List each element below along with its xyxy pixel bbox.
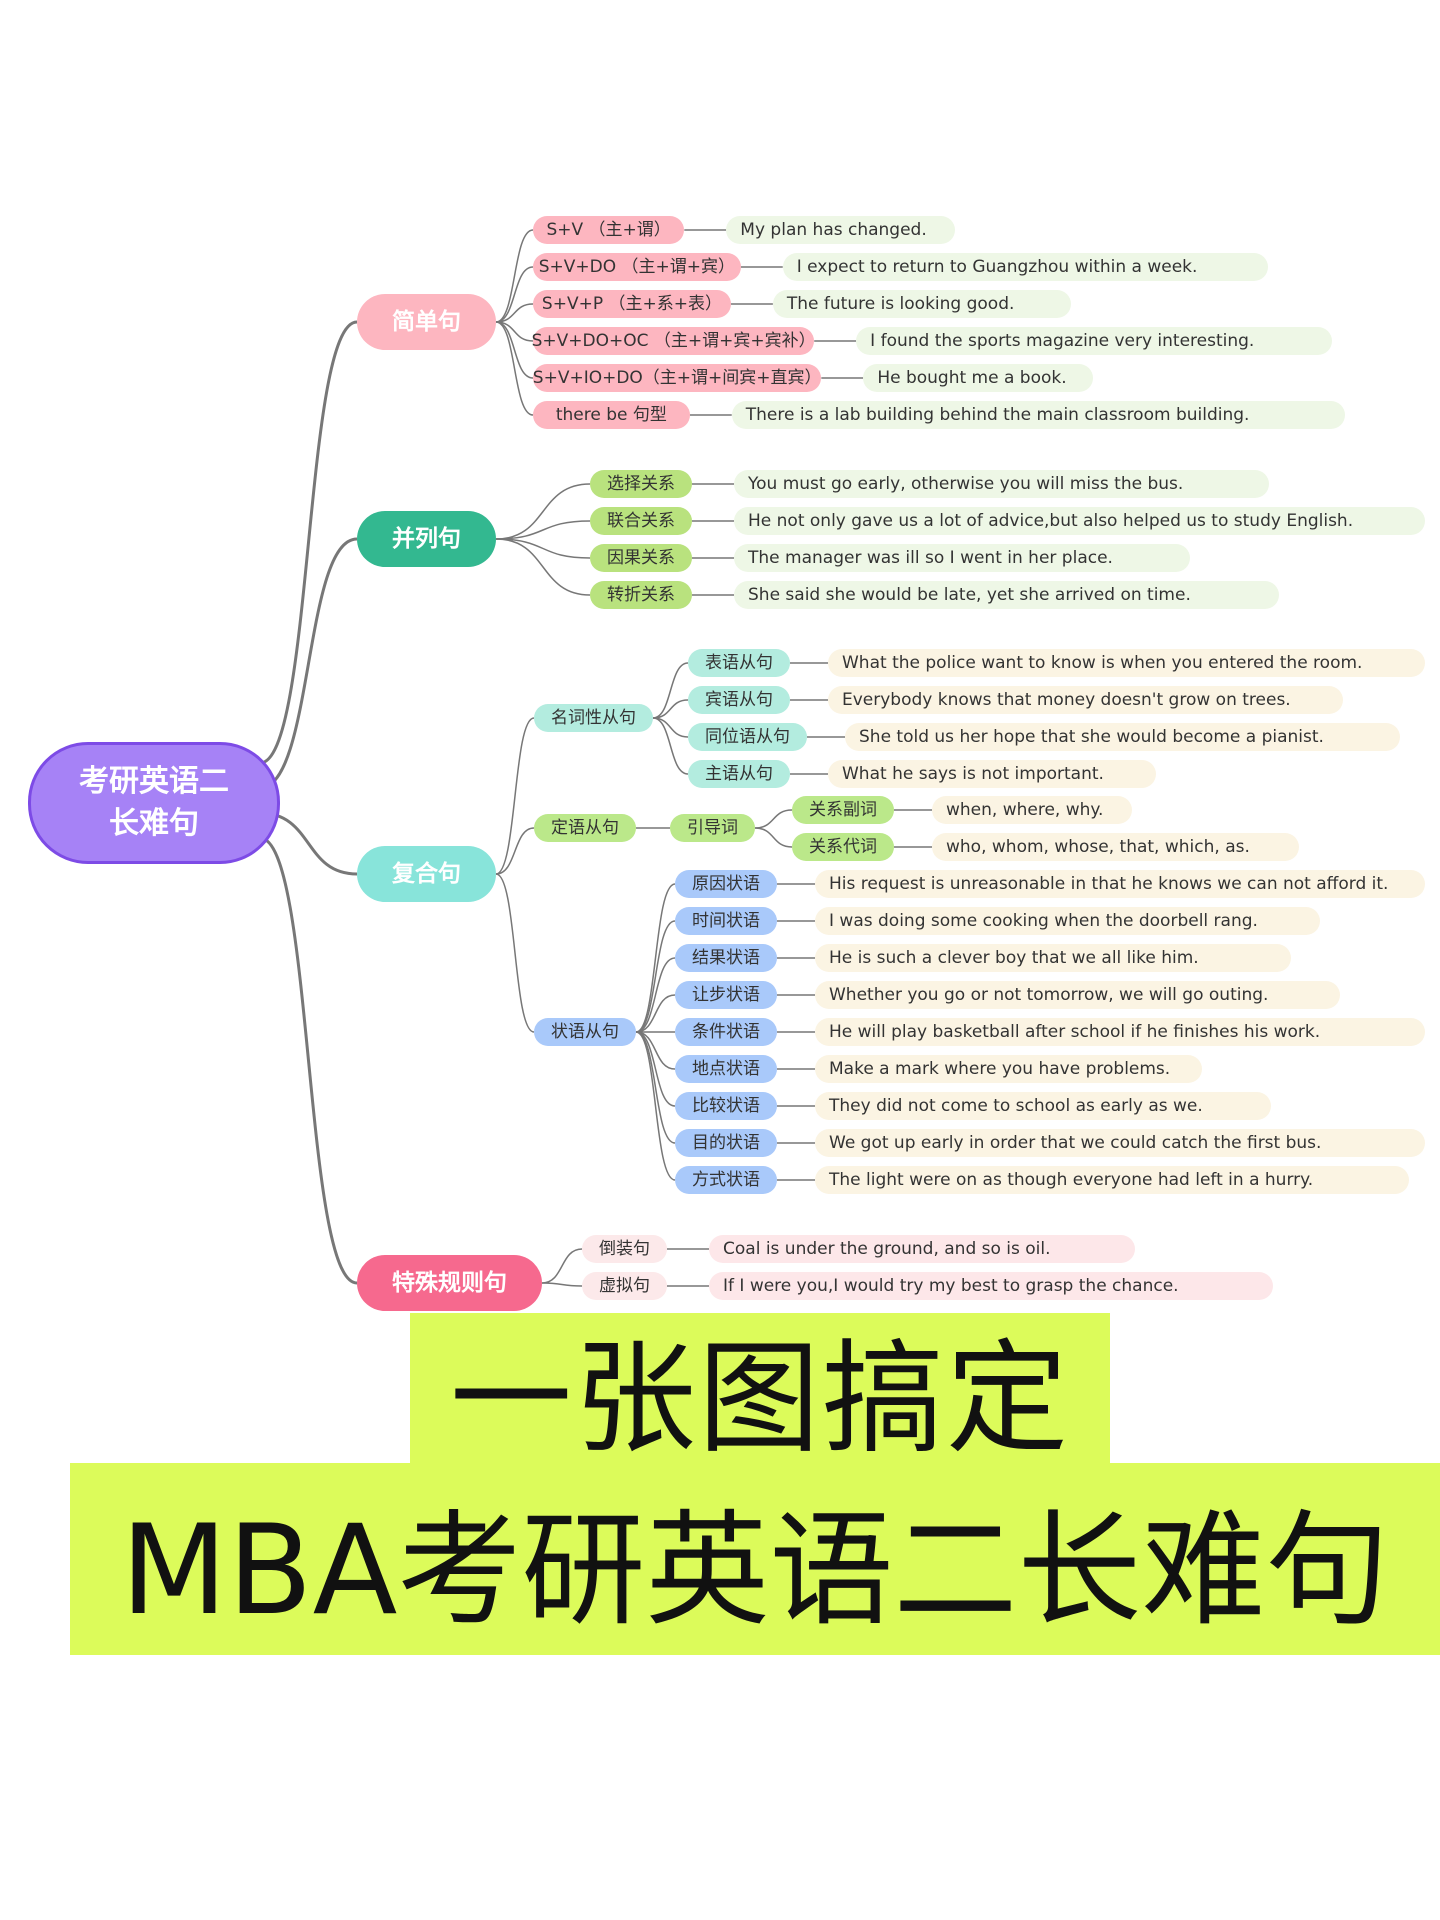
adverbial-type-example: The light were on as though everyone had… — [815, 1166, 1410, 1194]
simple-example: There is a lab building behind the main … — [731, 401, 1346, 429]
simple-example: He bought me a book. — [863, 364, 1093, 392]
noun-clause-label: 同位语从句 — [688, 723, 807, 751]
special-example: Coal is under the ground, and so is oil. — [709, 1235, 1136, 1263]
adverbial-type-link — [635, 994, 676, 1033]
adverbial-type-label: 比较状语 — [675, 1092, 777, 1120]
relative-word: 引导词 — [670, 814, 755, 842]
adverbial-type-example: We got up early in order that we could c… — [815, 1129, 1425, 1157]
special-link — [541, 1248, 583, 1284]
root-node: 考研英语二长难句 — [28, 742, 280, 864]
adverbial-type-example: They did not come to school as early as … — [815, 1092, 1271, 1120]
compound-link — [495, 873, 535, 1033]
simple-example: I found the sports magazine very interes… — [856, 327, 1332, 355]
parallel-link — [495, 483, 591, 540]
relative-type-label: 关系代词 — [792, 833, 894, 861]
simple-link — [495, 229, 534, 323]
branch-special-sentence: 特殊规则句 — [357, 1255, 542, 1311]
adverbial-type-link — [635, 1031, 676, 1107]
compound-link — [495, 827, 535, 875]
relative-type-example: who, whom, whose, that, which, as. — [932, 833, 1300, 861]
root-link-1 — [259, 537, 358, 790]
noun-clause-example: What the police want to know is when you… — [828, 649, 1425, 677]
noun-clause-link — [652, 717, 689, 738]
adverbial-type-link — [635, 920, 676, 1033]
adverbial-type-example: Make a mark where you have problems. — [815, 1055, 1202, 1083]
adverbial-type-label: 让步状语 — [675, 981, 777, 1009]
adverbial-type-label: 原因状语 — [675, 870, 777, 898]
noun-clause-example: She told us her hope that she would beco… — [845, 723, 1400, 751]
simple-label: S+V+IO+DO（主+谓+间宾+直宾） — [533, 364, 822, 392]
simple-link — [495, 266, 534, 323]
parallel-example: She said she would be late, yet she arri… — [734, 581, 1279, 609]
root-link-3 — [259, 836, 358, 1285]
noun-clause-label: 表语从句 — [688, 649, 790, 677]
parallel-link — [495, 538, 591, 559]
simple-label: S+V+DO （主+谓+宾） — [533, 253, 741, 281]
parallel-example: He not only gave us a lot of advice,but … — [734, 507, 1425, 535]
special-label: 倒装句 — [582, 1235, 667, 1263]
parallel-label: 联合关系 — [590, 507, 692, 535]
adverbial-type-label: 地点状语 — [675, 1055, 777, 1083]
adverbial-type-label: 方式状语 — [675, 1166, 777, 1194]
simple-label: S+V （主+谓） — [533, 216, 685, 244]
simple-link — [495, 303, 534, 323]
branch-simple-sentence: 简单句 — [357, 294, 496, 350]
adverbial-type-label: 时间状语 — [675, 907, 777, 935]
adverbial-type-example: I was doing some cooking when the doorbe… — [815, 907, 1321, 935]
branch-compound-sentence: 复合句 — [357, 846, 496, 902]
simple-link — [495, 321, 534, 416]
parallel-link — [495, 538, 591, 596]
root-link-0 — [259, 320, 358, 765]
special-link — [541, 1282, 583, 1287]
adverbial-type-link — [635, 1031, 676, 1181]
simple-example: My plan has changed. — [726, 216, 956, 244]
noun-clause-label: 宾语从句 — [688, 686, 790, 714]
simple-label: S+V+P （主+系+表） — [533, 290, 731, 318]
compound-link — [495, 717, 535, 875]
simple-label: S+V+DO+OC （主+谓+宾+宾补） — [532, 327, 816, 355]
adverbial-type-link — [635, 957, 676, 1033]
parallel-example: You must go early, otherwise you will mi… — [734, 470, 1269, 498]
simple-label: there be 句型 — [533, 401, 690, 429]
relative-type-example: when, where, why. — [932, 796, 1132, 824]
banner-title-line2: MBA考研英语二长难句 — [70, 1463, 1440, 1655]
parallel-link — [495, 520, 591, 540]
simple-link — [495, 321, 534, 379]
parallel-label: 选择关系 — [590, 470, 692, 498]
adverbial-type-example: He will play basketball after school if … — [815, 1018, 1425, 1046]
adverbial-type-example: His request is unreasonable in that he k… — [815, 870, 1425, 898]
parallel-label: 转折关系 — [590, 581, 692, 609]
noun-clause-link — [652, 699, 689, 719]
adverbial-type-link — [635, 883, 676, 1033]
parallel-example: The manager was ill so I went in her pla… — [734, 544, 1190, 572]
noun-clause-link — [652, 662, 689, 719]
noun-clause-link — [652, 717, 689, 775]
adverbial-type-label: 目的状语 — [675, 1129, 777, 1157]
relative-type-link — [754, 827, 793, 848]
noun-clause-example: Everybody knows that money doesn't grow … — [828, 686, 1344, 714]
simple-example: The future is looking good. — [772, 290, 1072, 318]
adverbial-type-label: 结果状语 — [675, 944, 777, 972]
noun-clause: 名词性从句 — [534, 704, 653, 732]
noun-clause-example: What he says is not important. — [828, 760, 1156, 788]
adverbial-type-link — [635, 1031, 676, 1144]
relative-type-label: 关系副词 — [792, 796, 894, 824]
simple-example: I expect to return to Guangzhou within a… — [782, 253, 1269, 281]
special-label: 虚拟句 — [582, 1272, 667, 1300]
special-example: If I were you,I would try my best to gra… — [709, 1272, 1274, 1300]
adverbial-type-example: Whether you go or not tomorrow, we will … — [815, 981, 1340, 1009]
adverbial-type-example: He is such a clever boy that we all like… — [815, 944, 1291, 972]
adverbial-type-label: 条件状语 — [675, 1018, 777, 1046]
banner-title-line1: 一张图搞定 — [410, 1313, 1110, 1470]
adverbial-clause: 状语从句 — [534, 1018, 636, 1046]
noun-clause-label: 主语从句 — [688, 760, 790, 788]
parallel-label: 因果关系 — [590, 544, 692, 572]
relative-type-link — [754, 809, 793, 829]
branch-parallel-sentence: 并列句 — [357, 511, 496, 567]
attributive-clause: 定语从句 — [534, 814, 636, 842]
